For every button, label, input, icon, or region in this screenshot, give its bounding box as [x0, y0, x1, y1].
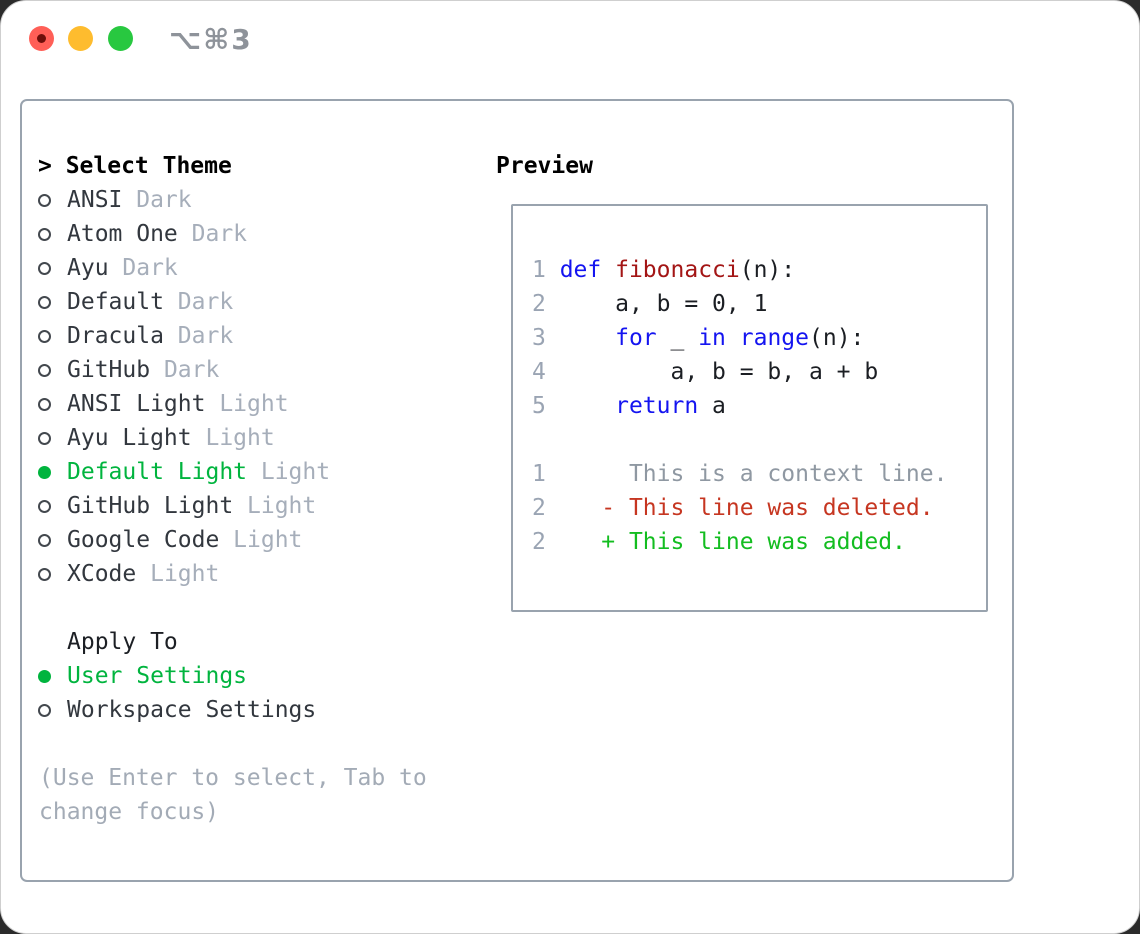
focus-caret-icon: > — [38, 153, 52, 179]
preview-line: 1 def fibonacci(n): — [532, 257, 796, 283]
preview-line — [532, 423, 947, 457]
apply-option-user-settings[interactable]: User Settings — [38, 659, 316, 693]
radio-selected-icon — [38, 669, 51, 683]
option-label: ANSI — [67, 187, 123, 213]
theme-option-google-code[interactable]: Google Code Light — [38, 523, 330, 557]
radio-unselected-icon — [38, 533, 51, 547]
option-label: Ayu — [67, 255, 109, 281]
radio-unselected-icon — [38, 295, 51, 309]
theme-option-github-light[interactable]: GitHub Light Light — [38, 489, 330, 523]
hint-line: change focus) — [39, 799, 220, 825]
option-label: Dracula — [67, 323, 164, 349]
option-label: Ayu Light — [67, 425, 192, 451]
option-variant-label: Dark — [177, 289, 234, 315]
option-label: XCode — [67, 561, 137, 587]
option-label: Google Code — [67, 527, 220, 553]
title-bar: ⌥⌘3 — [1, 1, 1139, 77]
option-label: Default — [67, 289, 164, 315]
theme-select-title: Select Theme — [65, 153, 232, 179]
theme-option-xcode[interactable]: XCode Light — [38, 557, 330, 591]
theme-select-header: > Select Theme — [38, 149, 232, 183]
option-variant-label: Dark — [191, 221, 248, 247]
option-variant-label: Dark — [136, 187, 192, 213]
preview-box: 1 def fibonacci(n): 2 a, b = 0, 1 3 for _ … — [511, 204, 988, 612]
preview-title: Preview — [496, 153, 593, 179]
zoom-button[interactable] — [108, 26, 133, 51]
radio-unselected-icon — [38, 431, 51, 445]
option-label: Atom One — [67, 221, 178, 247]
radio-unselected-icon — [38, 499, 51, 513]
theme-option-atom-one[interactable]: Atom One Dark — [38, 217, 330, 251]
close-button[interactable] — [29, 26, 54, 51]
radio-unselected-icon — [38, 227, 51, 241]
radio-unselected-icon — [38, 363, 51, 377]
option-variant-label: Light — [233, 527, 303, 553]
preview-line: 2 - This line was deleted. — [532, 495, 934, 521]
option-variant-label: Light — [219, 391, 289, 417]
option-variant-label: Light — [150, 561, 220, 587]
radio-selected-icon — [38, 465, 51, 479]
option-variant-label: Light — [247, 493, 317, 519]
apply-option-workspace-settings[interactable]: Workspace Settings — [38, 693, 316, 727]
radio-unselected-icon — [38, 567, 51, 581]
theme-option-default-light[interactable]: Default Light Light — [38, 455, 330, 489]
option-variant-label: Dark — [177, 323, 234, 349]
theme-option-ansi-light[interactable]: ANSI Light Light — [38, 387, 330, 421]
radio-unselected-icon — [38, 329, 51, 343]
preview-line: 3 for _ in range(n): — [532, 325, 865, 351]
option-variant-label: Dark — [163, 357, 220, 383]
preview-line: 5 return a — [532, 393, 726, 419]
preview-line: 2 + This line was added. — [532, 529, 906, 555]
radio-unselected-icon — [38, 193, 51, 207]
option-variant-label: Light — [205, 425, 275, 451]
preview-lines: 1 def fibonacci(n): 2 a, b = 0, 1 3 for _ … — [532, 253, 947, 559]
apply-to-header: Apply To — [67, 629, 178, 655]
preview-line: 2 a, b = 0, 1 — [532, 291, 768, 317]
option-label: User Settings — [67, 663, 248, 689]
hint-text: (Use Enter to select, Tab to change focus… — [39, 761, 427, 829]
minimize-button[interactable] — [68, 26, 93, 51]
option-label: GitHub — [67, 357, 151, 383]
option-label: Default Light — [67, 459, 248, 485]
radio-unselected-icon — [38, 397, 51, 411]
theme-option-ayu-light[interactable]: Ayu Light Light — [38, 421, 330, 455]
option-variant-label: Light — [260, 459, 331, 485]
theme-option-ayu[interactable]: Ayu Dark — [38, 251, 330, 285]
window-shortcut-label: ⌥⌘3 — [169, 23, 253, 56]
theme-option-dracula[interactable]: Dracula Dark — [38, 319, 330, 353]
theme-option-github[interactable]: GitHub Dark — [38, 353, 330, 387]
radio-unselected-icon — [38, 261, 51, 275]
option-variant-label: Dark — [122, 255, 178, 281]
record-dot-icon — [37, 34, 46, 43]
theme-option-ansi[interactable]: ANSI Dark — [38, 183, 330, 217]
preview-line: 4 a, b = b, a + b — [532, 359, 879, 385]
option-label: ANSI Light — [67, 391, 206, 417]
hint-line: (Use Enter to select, Tab to — [39, 765, 427, 791]
option-label: GitHub Light — [67, 493, 234, 519]
option-label: Workspace Settings — [67, 697, 317, 723]
preview-line: 1 This is a context line. — [532, 461, 948, 487]
radio-unselected-icon — [38, 703, 51, 717]
theme-option-default[interactable]: Default Dark — [38, 285, 330, 319]
